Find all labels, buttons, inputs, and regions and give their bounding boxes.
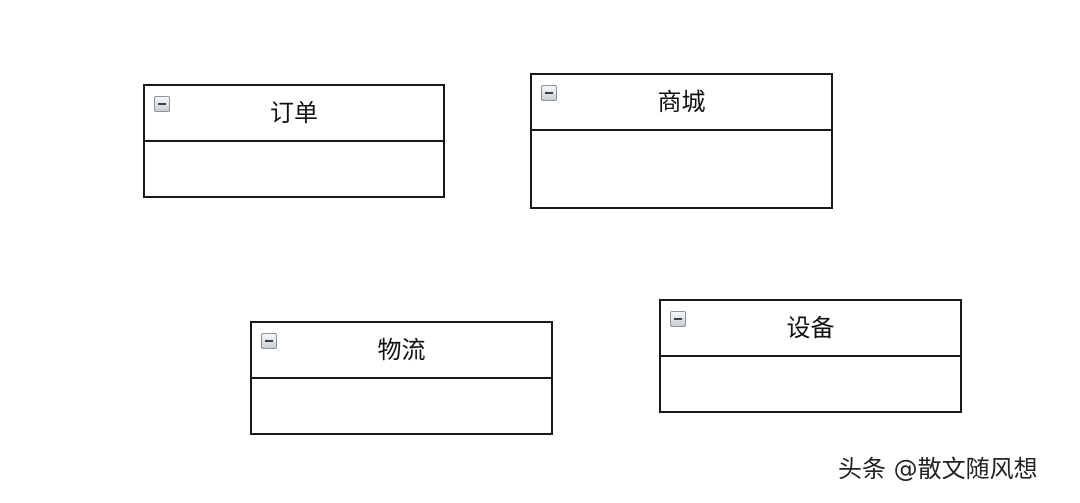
- entity-order[interactable]: 订单: [143, 84, 445, 198]
- entity-title: 商城: [657, 88, 706, 116]
- entity-header: 订单: [145, 86, 443, 142]
- watermark-text: 头条 @散文随风想: [838, 455, 1038, 483]
- entity-header: 设备: [661, 301, 960, 357]
- entity-header: 商城: [532, 75, 831, 131]
- entity-title: 订单: [270, 99, 318, 127]
- entity-device[interactable]: 设备: [659, 299, 962, 413]
- collapse-minus-icon[interactable]: [541, 85, 557, 101]
- entity-title: 设备: [786, 314, 835, 342]
- entity-header: 物流: [252, 323, 551, 379]
- entity-title: 物流: [377, 336, 426, 364]
- collapse-minus-icon[interactable]: [154, 96, 170, 112]
- collapse-minus-icon[interactable]: [261, 333, 277, 349]
- entity-mall[interactable]: 商城: [530, 73, 833, 209]
- entity-logistics[interactable]: 物流: [250, 321, 553, 435]
- collapse-minus-icon[interactable]: [670, 311, 686, 327]
